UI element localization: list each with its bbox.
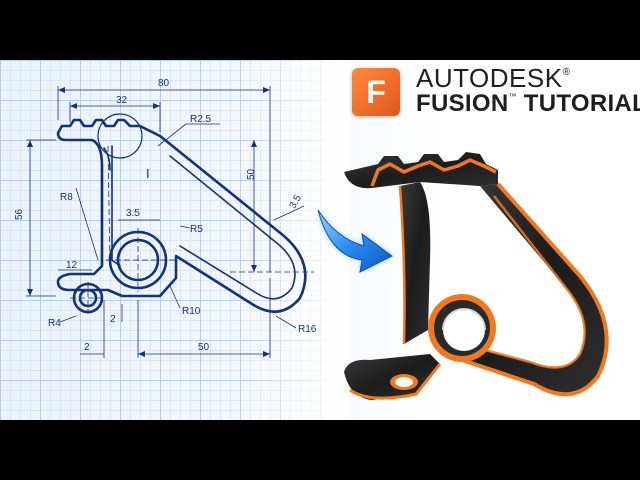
transition-arrow (317, 209, 393, 273)
registered-mark: ® (562, 67, 571, 78)
dim-radius-small: R4 (48, 318, 61, 329)
render-loop-arm (452, 184, 607, 395)
render-vertical-web (400, 182, 431, 344)
dim-width-small: 12 (66, 260, 78, 271)
dim-offset-bottom: 2 (84, 342, 90, 353)
dim-radius-top: R2.5 (190, 114, 212, 125)
thumbnail-canvas: 80 32 R2.5 R8 56 50 3.5 3.5 R5 12 R10 R1… (0, 60, 640, 420)
dim-bottom-span: 50 (198, 342, 210, 353)
render-top-plate (344, 152, 498, 189)
dim-overall-width: 80 (158, 78, 170, 89)
brand-name-text: AUTODESK (416, 63, 563, 93)
brand-name: AUTODESK® (416, 63, 570, 94)
dim-height-left: 56 (14, 208, 25, 220)
technical-drawing: 80 32 R2.5 R8 56 50 3.5 3.5 R5 12 R10 R1… (14, 78, 317, 358)
dim-radius-inner: R5 (190, 224, 203, 235)
dim-thickness-mid: 3.5 (126, 208, 140, 219)
bracket-3d-render (344, 152, 609, 400)
dim-radius-ring: R10 (182, 306, 201, 317)
section-mark: I (146, 166, 150, 181)
detail-circle (97, 113, 143, 159)
dim-radius-left: R8 (60, 192, 73, 203)
dim-top-span: 32 (116, 95, 128, 106)
trademark-mark: ™ (508, 92, 517, 101)
title-line: FUSION™ TUTORIAL (416, 90, 640, 118)
arrow-icon (317, 209, 393, 273)
dim-radius-right: R16 (298, 324, 317, 335)
dim-gap-small: 2 (110, 314, 116, 325)
dim-height-right: 50 (246, 168, 257, 180)
product-name: FUSION (416, 90, 509, 117)
fusion-logo-icon: F (366, 74, 386, 110)
fusion-logo: F (352, 68, 400, 116)
tutorial-label: TUTORIAL (523, 90, 640, 117)
render-bottom-flange (344, 354, 440, 400)
